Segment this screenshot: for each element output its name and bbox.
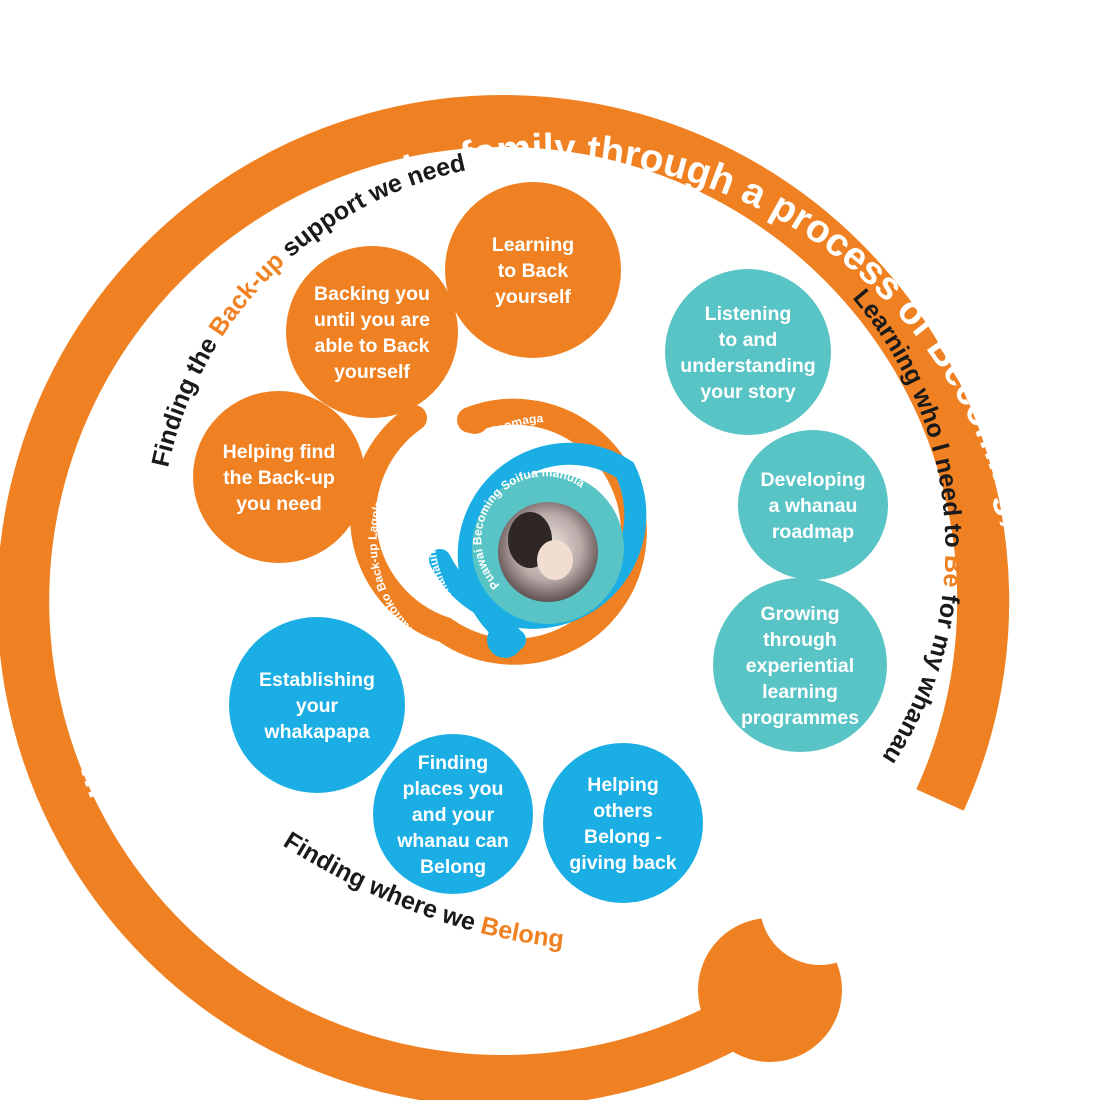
bubble-line: others (593, 800, 653, 822)
bubble-line: yourself (495, 286, 571, 308)
center-orange-ring-end (461, 406, 489, 434)
outer-ring (0, 95, 1010, 1105)
photo-figure-baby (537, 540, 573, 580)
bubble-blue-1 (229, 617, 405, 793)
bubble-line: learning (762, 681, 838, 703)
bubble-teal-2-text: Developing a whanau roadmap (760, 469, 865, 543)
bubble-line: places you (403, 778, 504, 800)
bubble-line: Growing (760, 603, 839, 625)
bubble-orange-1 (445, 182, 621, 358)
bubble-line: Belong (420, 856, 486, 878)
bubble-line: whanau can (396, 830, 509, 852)
bubble-orange-2-text: Backing you until you are able to Back your… (314, 283, 430, 383)
bubble-line: a whanau (769, 495, 858, 517)
bubble-line: Backing you (314, 283, 430, 305)
bubble-orange-3-text: Helping find the Back-up you need (223, 441, 336, 515)
bubble-line: Learning (492, 234, 574, 256)
bubble-line: and your (412, 804, 495, 826)
bubble-teal-3-text: Growing through experiential learning progra… (741, 603, 859, 729)
bubble-line: giving back (569, 852, 676, 874)
bubble-line: Helping (587, 774, 659, 796)
bubble-line: able to Back (315, 335, 430, 357)
bubble-line: your (296, 695, 339, 717)
bubble-line: Developing (760, 469, 865, 491)
bubble-line: Belong - (584, 826, 662, 848)
bubble-line: experiential (746, 655, 854, 677)
bubble-blue-2 (373, 734, 533, 894)
bubble-line: programmes (741, 707, 859, 729)
center-orange-ring (350, 398, 647, 665)
bubble-line: Listening (705, 303, 792, 325)
bubble-blue-1-text: Establishing your whakapapa (259, 669, 375, 743)
bubble-line: yourself (334, 361, 410, 383)
bubble-orange-1-text: Learning to Back yourself (492, 234, 574, 308)
bubble-teal-1-text: Listening to and understanding your story (680, 303, 815, 403)
bubble-teal-1 (665, 269, 831, 435)
bubble-line: to and (719, 329, 778, 351)
bubble-line: until you are (314, 309, 430, 331)
bubble-teal-2 (738, 430, 888, 580)
bubble-orange-3 (193, 391, 365, 563)
bubble-line: you need (236, 493, 322, 515)
bubble-line: roadmap (772, 521, 854, 543)
outer-ring-tail-inner (760, 845, 880, 965)
bubble-blue-3 (543, 743, 703, 903)
bubble-line: the Back-up (223, 467, 335, 489)
bubble-line: your story (700, 381, 796, 403)
bubble-line: Helping find (223, 441, 336, 463)
bubble-line: understanding (680, 355, 815, 377)
bubbles-group: Learning to Back yourself Backing you until … (193, 182, 888, 903)
bubble-line: Finding (418, 752, 488, 774)
bubble-line: through (763, 629, 837, 651)
bubble-teal-3 (713, 578, 887, 752)
bubble-line: Establishing (259, 669, 375, 691)
bubble-line: whakapapa (263, 721, 369, 743)
center-blue-ring-end (487, 622, 523, 658)
bubble-line: to Back (498, 260, 569, 282)
bubble-orange-2 (286, 246, 458, 418)
